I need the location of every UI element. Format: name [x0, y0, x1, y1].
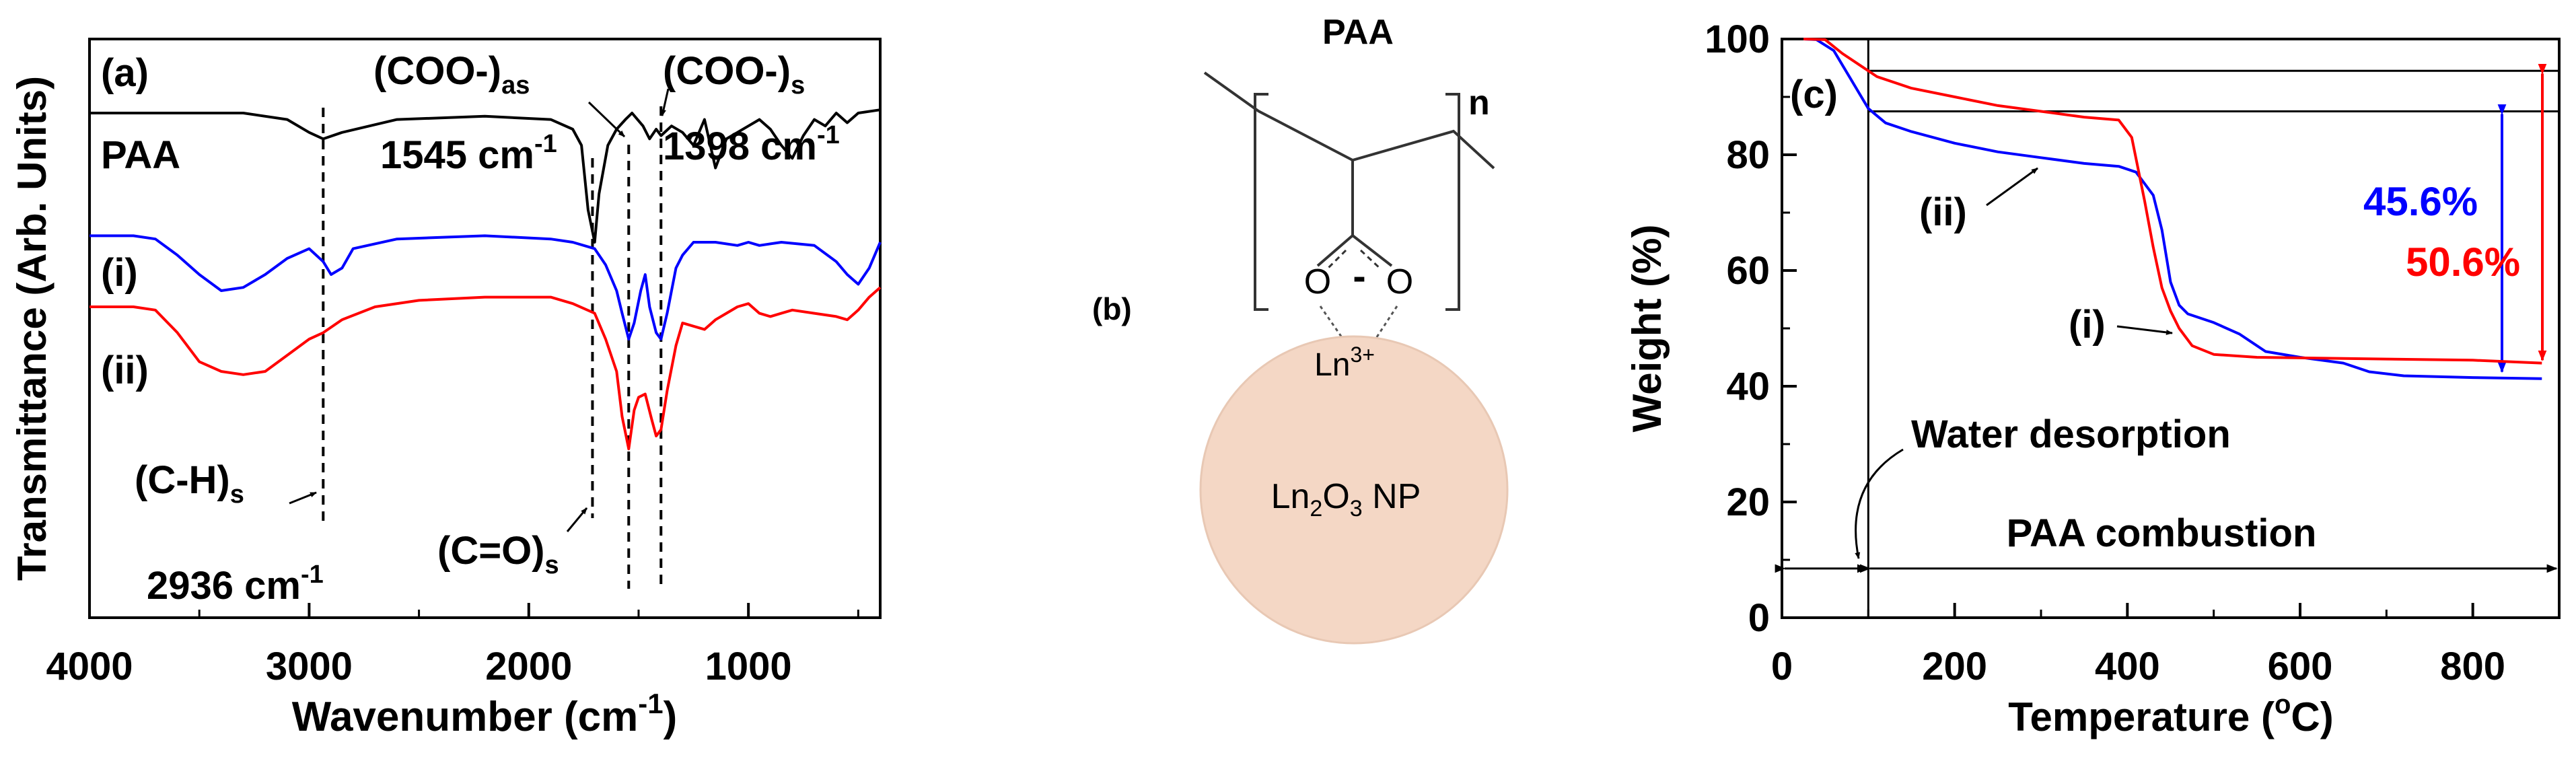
y-tick-label: 0 — [1748, 596, 1770, 640]
oxygen-left: O — [1304, 262, 1331, 301]
arrow-co — [566, 507, 588, 532]
oxygen-right: O — [1386, 262, 1413, 301]
panel-b-structure-diagram: (b) PAA n O O - Ln3+ Ln2O3 NP — [1092, 13, 1509, 645]
panel-a-x-axis-label: Wavenumber (cm-1) — [292, 688, 678, 740]
x-tick-label: 1000 — [705, 645, 792, 688]
ion-label: Ln3+ — [1314, 342, 1375, 383]
arrow-coo-s — [661, 88, 670, 116]
paa-combustion-label: PAA combustion — [2007, 511, 2317, 555]
panel-a-y-axis-label: Transmittance (Arb. Units) — [9, 76, 55, 581]
series-label-paa: PAA — [101, 133, 180, 177]
panel-c-reference-lines — [1775, 39, 2559, 618]
annotation-ch: (C-H)s — [135, 458, 244, 509]
y-tick-label: 100 — [1705, 17, 1770, 61]
x-tick-label: 4000 — [46, 645, 133, 688]
coord-bond-left — [1319, 305, 1347, 344]
bond-left-o — [1316, 234, 1354, 267]
panel-a-dashed-markers — [322, 106, 663, 589]
x-tick-label: 200 — [1922, 645, 1987, 688]
bond-right-o — [1351, 234, 1393, 267]
series-line-i — [90, 234, 882, 340]
polymer-backbone — [1203, 71, 1495, 170]
annotation-coo-as: (COO-)as — [373, 49, 530, 100]
series-line-ii — [90, 286, 882, 451]
series-label-i: (i) — [101, 251, 138, 295]
panel-a-x-ticks: 4000 3000 2000 1000 — [46, 603, 859, 688]
panel-c-ticks: 0 200 400 600 800 0 20 40 60 80 100 — [1705, 17, 2505, 688]
arrow-label-i — [2116, 325, 2173, 335]
y-tick-label: 40 — [1726, 365, 1770, 408]
nanoparticle-label: Ln2O3 NP — [1271, 477, 1421, 521]
arrow-label-ii — [1986, 167, 2038, 207]
right-bracket — [1445, 93, 1460, 311]
panel-a-ftir-chart: 4000 3000 2000 1000 (a) PAA (i) (ii) (COO-)… — [9, 38, 882, 740]
panel-c-x-axis-label: Temperature (oC) — [2008, 690, 2333, 739]
annotation-coo-s-value: 1398 cm-1 — [663, 121, 840, 168]
annotation-co: (C=O)s — [437, 529, 559, 579]
mass-loss-blue: 45.6% — [2363, 179, 2478, 224]
panel-c-series — [1803, 38, 2542, 380]
x-tick-label: 800 — [2440, 645, 2505, 688]
resonance-right — [1359, 249, 1382, 270]
repeat-unit-n: n — [1468, 83, 1490, 122]
tga-series-i — [1803, 38, 2542, 380]
panel-b-label: (b) — [1092, 291, 1132, 326]
coord-bond-right — [1371, 305, 1398, 344]
series-label-ii: (ii) — [101, 349, 149, 392]
arrow-coo-as — [587, 101, 626, 138]
tga-series-ii — [1803, 38, 2542, 365]
panel-a-series — [90, 108, 882, 451]
panel-c-y-axis-label: Weight (%) — [1624, 225, 1670, 433]
x-tick-label: 600 — [2268, 645, 2333, 688]
label-ii: (ii) — [1919, 190, 1967, 234]
panel-c-label: (c) — [1790, 73, 1838, 116]
negative-charge: - — [1353, 254, 1365, 298]
annotation-ch-value: 2936 cm-1 — [147, 561, 324, 608]
arrow-ch — [289, 491, 317, 505]
panel-c-tga-chart: 0 200 400 600 800 0 20 40 60 80 100 (c) (ii) (i) 4… — [1624, 17, 2561, 739]
panel-a-label: (a) — [101, 51, 149, 95]
label-i: (i) — [2069, 303, 2106, 347]
left-bracket — [1254, 93, 1268, 311]
y-tick-label: 60 — [1726, 249, 1770, 293]
y-tick-label: 20 — [1726, 480, 1770, 524]
water-desorption-arrow — [1855, 448, 1904, 559]
x-tick-label: 3000 — [266, 645, 353, 688]
resonance-left — [1326, 249, 1347, 270]
mass-loss-red: 50.6% — [2406, 240, 2520, 285]
panel-a-plot-frame — [88, 38, 882, 619]
x-tick-label: 0 — [1771, 645, 1793, 688]
panel-b-title: PAA — [1322, 13, 1394, 52]
y-tick-label: 80 — [1726, 133, 1770, 177]
series-line-PAA — [90, 108, 881, 244]
water-desorption-label: Water desorption — [1911, 412, 2231, 456]
annotation-coo-as-value: 1545 cm-1 — [380, 130, 557, 177]
x-tick-label: 400 — [2095, 645, 2160, 688]
annotation-coo-s: (COO-)s — [663, 49, 805, 100]
x-tick-label: 2000 — [485, 645, 572, 688]
nanoparticle — [1199, 335, 1509, 645]
